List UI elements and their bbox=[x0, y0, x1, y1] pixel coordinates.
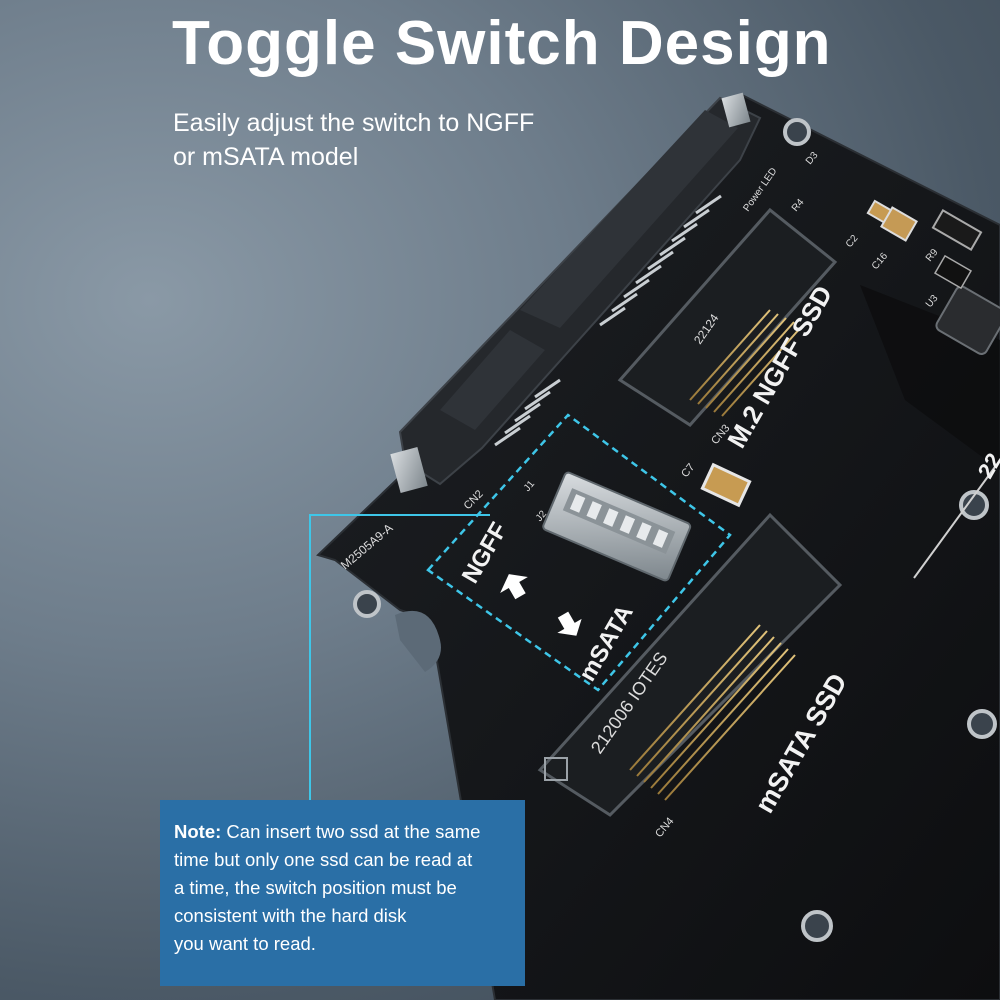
note-label: Note: bbox=[174, 821, 222, 842]
toggle-switch bbox=[542, 471, 692, 582]
capacitor-c7 bbox=[700, 462, 752, 508]
subtitle-line: or mSATA model bbox=[173, 143, 359, 171]
note-line: consistent with the hard disk bbox=[174, 905, 407, 926]
switch-highlight-frame bbox=[426, 413, 732, 692]
subtitle: Easily adjust the switch to NGFF or mSAT… bbox=[173, 106, 613, 174]
ngff-slot bbox=[617, 207, 838, 427]
mount-hole bbox=[783, 118, 811, 146]
mount-hole bbox=[967, 709, 997, 739]
arrow-up-icon bbox=[500, 574, 528, 600]
mount-hole bbox=[959, 490, 989, 520]
mount-hole bbox=[353, 590, 381, 618]
arrow-down-icon bbox=[557, 611, 582, 636]
note-text: Can insert two ssd at the same bbox=[226, 821, 481, 842]
subtitle-line: Easily adjust the switch to NGFF bbox=[173, 109, 535, 137]
callout-leader-line bbox=[309, 514, 490, 800]
msata-slot bbox=[537, 512, 843, 817]
sata-pins bbox=[494, 194, 722, 447]
note-line: time but only one ssd can be read at bbox=[174, 849, 473, 870]
note-callout: Note: Can insert two ssd at the same tim… bbox=[160, 800, 525, 986]
note-line: a time, the switch position must be bbox=[174, 877, 457, 898]
note-line: Note: Can insert two ssd at the same bbox=[174, 818, 515, 846]
note-line: you want to read. bbox=[174, 933, 316, 954]
page-title: Toggle Switch Design bbox=[172, 9, 832, 78]
mount-hole bbox=[801, 910, 833, 942]
